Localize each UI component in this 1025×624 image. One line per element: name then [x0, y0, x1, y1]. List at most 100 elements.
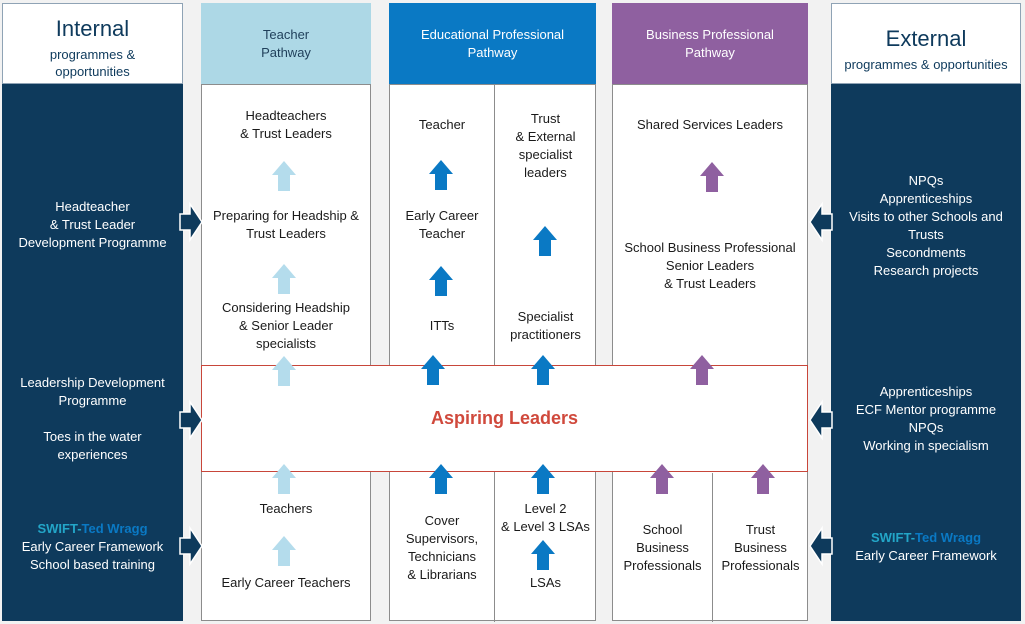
external-text: Apprenticeships — [879, 384, 973, 399]
swift-dash: - — [910, 530, 916, 545]
role-line: Level 2 — [524, 501, 567, 516]
internal-text: & Trust Leader — [49, 217, 136, 232]
role-considering-headship: Considering Headship & Senior Leader speci… — [202, 299, 370, 353]
internal-text: School based training — [29, 557, 156, 572]
biz-divider — [712, 473, 713, 622]
right-arrow-icon — [179, 525, 203, 567]
role-line: specialists — [256, 336, 316, 351]
header-line: Pathway — [685, 44, 735, 60]
role-line: Early Career — [405, 208, 479, 223]
role-line: Preparing for Headship & — [213, 208, 359, 223]
role-line: Teacher — [418, 226, 466, 241]
internal-group-headteacher: Headteacher & Trust Leader Development P… — [2, 198, 183, 252]
swift-line: SWIFT-Ted Wragg — [831, 529, 1021, 547]
internal-group-ecf: SWIFT-Ted Wragg Early Career Framework S… — [2, 520, 183, 574]
external-text: NPQs — [908, 420, 944, 435]
role-line: Professionals — [623, 558, 702, 573]
role-line: Considering Headship — [222, 300, 350, 315]
swift-label: SWIFT — [37, 521, 78, 536]
role-line: Trust Leaders — [246, 226, 326, 241]
internal-text: Leadership Development — [20, 375, 165, 390]
role-line: & Librarians — [407, 567, 477, 582]
external-header: External programmes & opportunities — [831, 3, 1021, 84]
role-line: Cover — [424, 513, 460, 528]
role-early-career-teachers: Early Career Teachers — [221, 575, 351, 590]
internal-text: experiences — [57, 447, 128, 462]
internal-text: Toes in the water — [43, 429, 142, 444]
external-subtitle: programmes & opportunities — [844, 57, 1008, 72]
external-text: Visits to other Schools and — [849, 209, 1003, 224]
external-text: Trusts — [908, 227, 944, 242]
role-teachers: Teachers — [259, 501, 313, 516]
role-line: & Level 3 LSAs — [501, 519, 590, 534]
external-panel: NPQs Apprenticeships Visits to other Sch… — [831, 84, 1021, 621]
external-title: External — [885, 26, 967, 51]
external-text: Working in specialism — [863, 438, 989, 453]
role-line: Supervisors, — [405, 531, 479, 546]
external-text: Early Career Framework — [855, 548, 997, 563]
role-itts: ITTs — [429, 318, 455, 333]
role-line: Professionals — [721, 558, 800, 573]
internal-text: Development Programme — [18, 235, 167, 250]
external-text: Secondments — [886, 245, 966, 260]
external-text: Research projects — [873, 263, 979, 278]
role-teacher: Teacher — [418, 117, 466, 132]
role-specialist-practitioners: Specialist practitioners — [494, 308, 597, 344]
swift-label: SWIFT — [870, 530, 911, 545]
external-group-apprenticeships: Apprenticeships ECF Mentor programme NPQ… — [831, 383, 1021, 455]
role-line: & Trust Leaders — [664, 276, 756, 291]
header-line: Business Professional — [646, 26, 774, 42]
role-lsas: LSAs — [529, 575, 562, 590]
internal-header: Internal programmes & opportunities — [2, 3, 183, 84]
role-line: & Senior Leader — [239, 318, 333, 333]
internal-group-toes: Toes in the water experiences — [2, 428, 183, 464]
internal-subtitle: programmes & opportunities — [49, 47, 136, 79]
external-text: ECF Mentor programme — [855, 402, 997, 417]
aspiring-leaders-band: Aspiring Leaders — [201, 365, 808, 472]
right-arrow-icon — [179, 399, 203, 441]
external-text: NPQs — [908, 173, 944, 188]
header-line: Teacher — [262, 26, 310, 42]
role-line: leaders — [524, 165, 567, 180]
left-arrow-icon — [809, 201, 833, 243]
internal-text: Programme — [58, 393, 127, 408]
header-line: Pathway — [467, 44, 518, 60]
role-line: practitioners — [510, 327, 581, 342]
left-arrow-icon — [809, 525, 833, 567]
role-line: specialist — [518, 147, 573, 162]
swift-line: SWIFT-Ted Wragg — [2, 520, 183, 538]
role-line: Technicians — [408, 549, 476, 564]
header-line: Educational Professional — [420, 26, 565, 42]
role-line: Trust — [745, 522, 776, 537]
internal-text: Headteacher — [55, 199, 130, 214]
internal-text: Early Career Framework — [21, 539, 164, 554]
role-line: & Trust Leaders — [240, 126, 332, 141]
role-line: Business — [636, 540, 689, 555]
role-line: Specialist — [517, 309, 574, 324]
role-headteachers: Headteachers& Trust Leaders — [202, 107, 370, 143]
role-line: School — [642, 522, 683, 537]
external-text: Apprenticeships — [879, 191, 973, 206]
internal-panel: Headteacher & Trust Leader Development P… — [2, 84, 183, 621]
edu-divider — [494, 85, 495, 622]
swift-dash: - — [77, 521, 82, 536]
role-preparing-headship: Preparing for Headship & Trust Leaders — [202, 207, 370, 243]
role-line: Trust — [530, 111, 561, 126]
ted-wragg-label: Ted Wragg — [81, 521, 148, 536]
role-line: School Business Professional — [624, 240, 796, 255]
role-line: & External — [515, 129, 576, 144]
external-group-ecf: SWIFT-Ted Wragg Early Career Framework — [831, 529, 1021, 565]
role-shared-services: Shared Services Leaders — [637, 117, 783, 132]
role-line: Senior Leaders — [665, 258, 755, 273]
role-line: Business — [734, 540, 787, 555]
internal-group-leadership: Leadership Development Programme — [2, 374, 183, 410]
biz-pathway-column: Shared Services Leaders School Business … — [612, 84, 808, 622]
ted-wragg-label: Ted Wragg — [915, 530, 982, 545]
